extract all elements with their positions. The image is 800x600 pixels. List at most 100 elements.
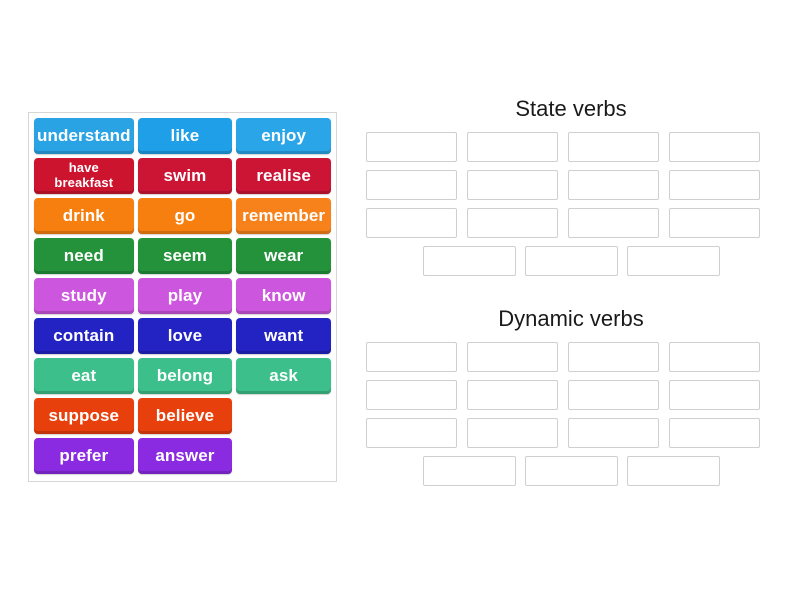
word-tile-cell: ask <box>234 356 333 396</box>
word-tile-cell: play <box>136 276 235 316</box>
drop-slot[interactable] <box>669 418 760 448</box>
drop-slot[interactable] <box>467 380 558 410</box>
drop-slot[interactable] <box>524 246 618 276</box>
slot-row <box>366 342 776 372</box>
word-tile-cell <box>234 436 333 476</box>
word-tile-cell: understand <box>32 116 136 156</box>
word-tile[interactable]: drink <box>34 198 134 234</box>
drop-slot[interactable] <box>366 342 457 372</box>
drop-slot[interactable] <box>568 170 659 200</box>
drop-slot[interactable] <box>568 418 659 448</box>
word-tile[interactable]: answer <box>137 438 233 474</box>
slot-row <box>366 208 776 238</box>
drop-slot[interactable] <box>366 418 457 448</box>
word-tile-placeholder <box>236 398 331 434</box>
drop-slot[interactable] <box>669 170 760 200</box>
word-tile-cell: swim <box>136 156 235 196</box>
drop-slot[interactable] <box>568 208 659 238</box>
word-tile-cell: remember <box>234 196 333 236</box>
word-tile[interactable]: believe <box>137 398 233 434</box>
word-tile[interactable]: realise <box>236 158 331 194</box>
drop-slot[interactable] <box>366 380 457 410</box>
word-tile[interactable]: play <box>137 278 233 314</box>
word-tile[interactable]: belong <box>137 358 233 394</box>
word-tile-cell: wear <box>234 236 333 276</box>
word-tile-cell: want <box>234 316 333 356</box>
word-tile-cell: realise <box>234 156 333 196</box>
word-tile[interactable]: seem <box>137 238 233 274</box>
word-tile-cell: prefer <box>32 436 136 476</box>
word-tile[interactable]: need <box>34 238 134 274</box>
drop-slot[interactable] <box>467 418 558 448</box>
drop-slot[interactable] <box>568 380 659 410</box>
word-tile-cell: drink <box>32 196 136 236</box>
drop-slot[interactable] <box>467 170 558 200</box>
drop-slot[interactable] <box>366 208 457 238</box>
slot-row <box>366 132 776 162</box>
word-tile[interactable]: remember <box>236 198 331 234</box>
word-tile[interactable]: understand <box>34 118 134 154</box>
word-tile-cell: answer <box>136 436 235 476</box>
drop-zone-state-verbs: State verbs <box>366 96 776 284</box>
drop-slot[interactable] <box>669 342 760 372</box>
drop-slot[interactable] <box>626 456 720 486</box>
word-tile[interactable]: love <box>137 318 233 354</box>
word-tile[interactable]: wear <box>236 238 331 274</box>
word-tile[interactable]: contain <box>34 318 134 354</box>
word-tile[interactable]: know <box>236 278 331 314</box>
drop-slot[interactable] <box>422 456 516 486</box>
word-tile[interactable]: like <box>137 118 233 154</box>
word-tile[interactable]: enjoy <box>236 118 331 154</box>
drop-slot[interactable] <box>422 246 516 276</box>
drop-slot[interactable] <box>366 170 457 200</box>
word-tile-cell: contain <box>32 316 136 356</box>
word-tile[interactable]: have breakfast <box>34 158 134 194</box>
slot-row <box>366 380 776 410</box>
word-tile-cell: have breakfast <box>32 156 136 196</box>
zone-title-state-verbs: State verbs <box>515 96 627 121</box>
word-tile-cell: go <box>136 196 235 236</box>
word-tile-cell: eat <box>32 356 136 396</box>
word-tile-cell: like <box>136 116 235 156</box>
slot-container-state-verbs <box>366 132 776 276</box>
word-tile-cell: love <box>136 316 235 356</box>
slot-row <box>366 246 776 276</box>
word-tile[interactable]: suppose <box>34 398 134 434</box>
word-tile-cell: study <box>32 276 136 316</box>
slot-container-dynamic-verbs <box>366 342 776 486</box>
drop-slot[interactable] <box>568 132 659 162</box>
slot-row <box>366 170 776 200</box>
word-tile[interactable]: go <box>137 198 233 234</box>
word-tile-cell: enjoy <box>234 116 333 156</box>
word-tile-cell: need <box>32 236 136 276</box>
slot-row <box>366 456 776 486</box>
word-tile-cell: believe <box>136 396 235 436</box>
word-tile-placeholder <box>236 438 331 474</box>
drop-slot[interactable] <box>568 342 659 372</box>
drop-slot[interactable] <box>669 132 760 162</box>
word-tile[interactable]: want <box>236 318 331 354</box>
drop-slot[interactable] <box>467 342 558 372</box>
word-tile-cell: belong <box>136 356 235 396</box>
word-tile[interactable]: swim <box>137 158 233 194</box>
word-tile[interactable]: eat <box>34 358 134 394</box>
word-tile[interactable]: prefer <box>34 438 134 474</box>
drop-slot[interactable] <box>669 380 760 410</box>
drop-slot[interactable] <box>366 132 457 162</box>
word-tile-cell: know <box>234 276 333 316</box>
word-tile[interactable]: study <box>34 278 134 314</box>
drop-slot[interactable] <box>467 208 558 238</box>
drop-slot[interactable] <box>467 132 558 162</box>
word-tile-cell: suppose <box>32 396 136 436</box>
drop-slot[interactable] <box>669 208 760 238</box>
word-tile[interactable]: ask <box>236 358 331 394</box>
slot-row <box>366 418 776 448</box>
word-tile-cell <box>234 396 333 436</box>
drop-zone-dynamic-verbs: Dynamic verbs <box>366 306 776 494</box>
drop-slot[interactable] <box>626 246 720 276</box>
zone-title-dynamic-verbs: Dynamic verbs <box>498 306 644 331</box>
drop-slot[interactable] <box>524 456 618 486</box>
word-tile-cell: seem <box>136 236 235 276</box>
